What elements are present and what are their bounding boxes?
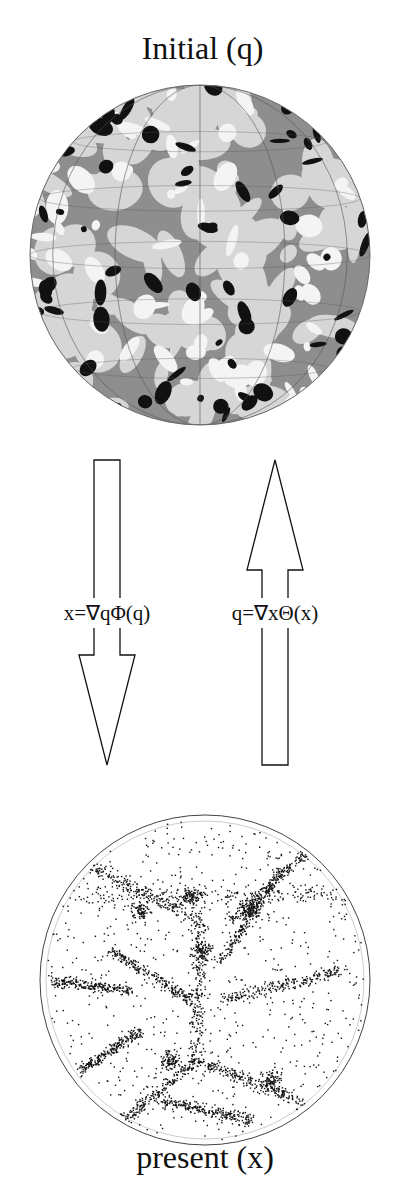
arrow-label: x=∇qΦ(q) [60, 598, 155, 628]
illustration [20, 800, 390, 1180]
illustration [20, 25, 385, 435]
heading-label: Initial (q) [20, 29, 385, 67]
heading-label: present (x) [20, 1138, 390, 1176]
cmb-sphere [20, 54, 385, 435]
initial-sphere: Initial (q) [20, 25, 385, 435]
present-map: present (x) [20, 800, 390, 1180]
galaxy-map [40, 815, 370, 1145]
arrow-label: q=∇xΘ(x) [228, 598, 323, 628]
